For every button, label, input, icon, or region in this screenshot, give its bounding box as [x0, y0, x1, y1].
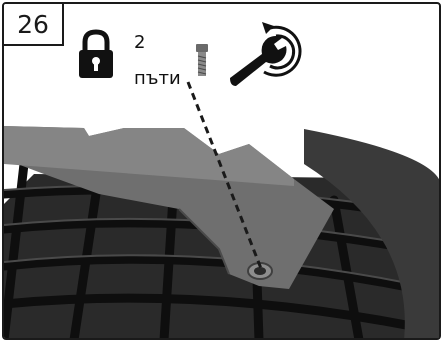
step-number: 26 [17, 10, 49, 39]
repeat-unit: пъти [134, 68, 181, 89]
repeat-count: 2 [134, 32, 145, 53]
wrench-rotate-icon [226, 16, 318, 88]
assembly-illustration [4, 4, 441, 340]
padlock-icon [76, 28, 116, 80]
screw-icon [194, 44, 210, 78]
step-number-box: 26 [4, 4, 64, 46]
